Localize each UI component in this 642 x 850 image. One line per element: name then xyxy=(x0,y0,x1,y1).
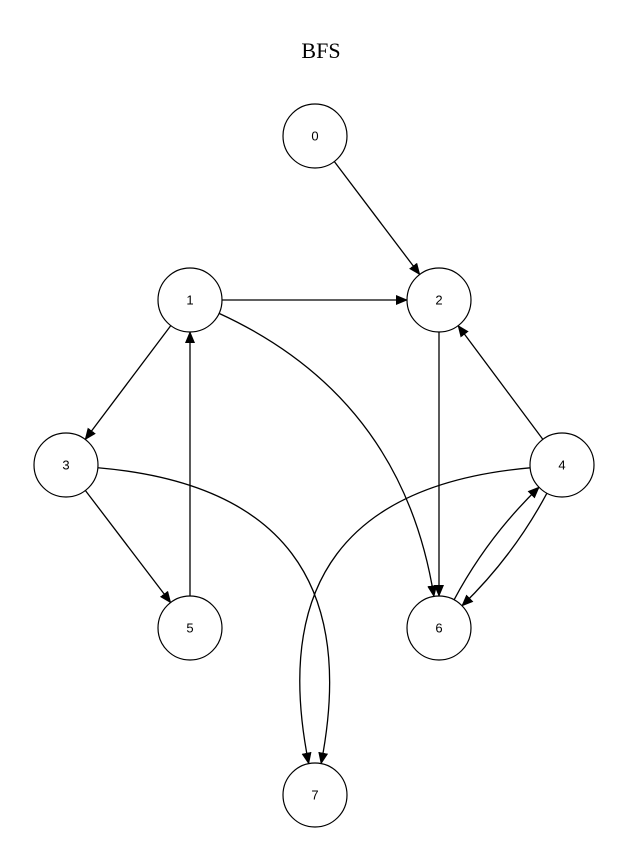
node-circle xyxy=(33,432,99,498)
node-label: 3 xyxy=(62,458,69,473)
node-label: 7 xyxy=(311,788,318,803)
node-circle xyxy=(406,267,472,333)
edge-3-to-7 xyxy=(97,467,331,765)
node-circle xyxy=(157,267,223,333)
edge-4-to-7 xyxy=(299,467,531,765)
nodes-layer: 0 1 2 3 4 5 6 7 xyxy=(33,103,595,828)
node-1: 1 xyxy=(157,267,223,333)
edge-4-to-2 xyxy=(457,324,544,440)
node-label: 5 xyxy=(186,621,193,636)
node-circle xyxy=(157,595,223,661)
edge-6-to-4 xyxy=(453,486,540,601)
node-label: 6 xyxy=(435,621,442,636)
node-5: 5 xyxy=(157,595,223,661)
node-3: 3 xyxy=(33,432,99,498)
edge-3-to-5 xyxy=(84,490,172,604)
node-circle xyxy=(529,432,595,498)
node-7: 7 xyxy=(282,762,348,828)
node-2: 2 xyxy=(406,267,472,333)
edges-layer xyxy=(84,161,548,765)
node-circle xyxy=(406,595,472,661)
diagram-title: BFS xyxy=(301,38,341,63)
edge-1-to-3 xyxy=(84,325,172,441)
node-label: 1 xyxy=(186,293,193,308)
node-circle xyxy=(282,762,348,828)
node-0: 0 xyxy=(282,103,348,169)
edge-1-to-6 xyxy=(218,312,438,598)
node-4: 4 xyxy=(529,432,595,498)
node-6: 6 xyxy=(406,595,472,661)
edge-0-to-2 xyxy=(333,161,421,276)
node-circle xyxy=(282,103,348,169)
node-label: 0 xyxy=(311,129,318,144)
edge-4-to-6 xyxy=(461,492,548,607)
node-label: 2 xyxy=(435,293,442,308)
node-label: 4 xyxy=(558,458,565,473)
